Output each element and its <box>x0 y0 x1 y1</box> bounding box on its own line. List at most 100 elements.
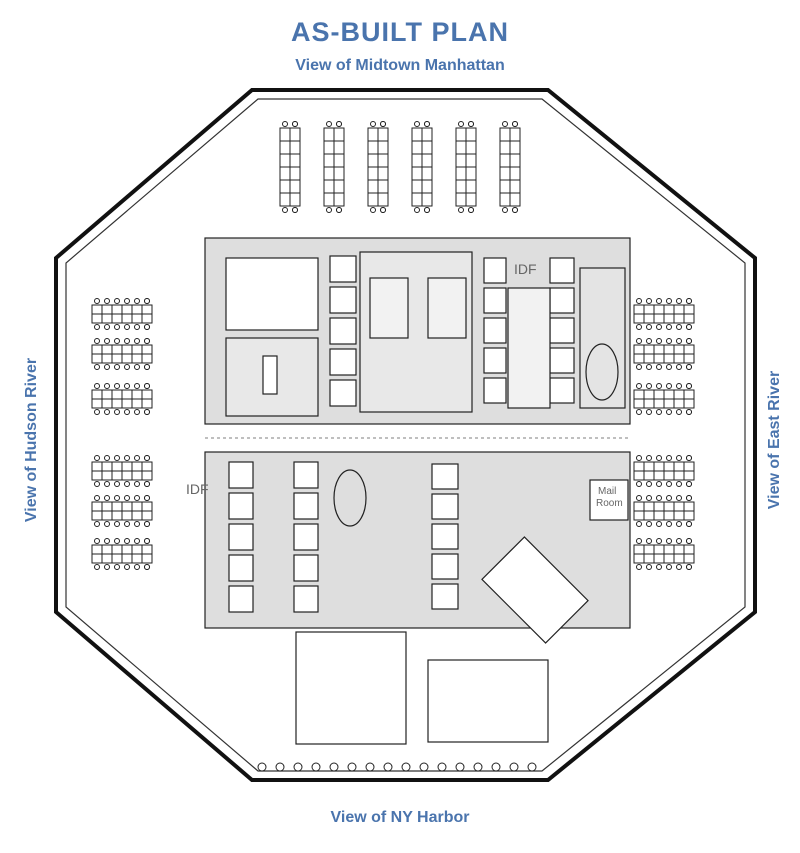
chair <box>646 521 652 527</box>
stair-oval-bottom <box>333 469 367 527</box>
desk <box>91 553 103 564</box>
desk <box>499 192 511 207</box>
chair <box>686 538 692 544</box>
desk <box>289 127 301 142</box>
desk <box>131 461 143 472</box>
elevator-car <box>228 554 254 582</box>
desk <box>633 344 645 355</box>
desk <box>653 313 665 324</box>
desk <box>663 389 675 400</box>
chair <box>124 338 130 344</box>
desk <box>101 353 113 364</box>
chair <box>455 762 465 772</box>
desk <box>653 553 665 564</box>
desk <box>633 353 645 364</box>
desk <box>91 510 103 521</box>
elevator-car <box>293 461 319 489</box>
chair <box>104 495 110 501</box>
chair <box>134 495 140 501</box>
desk <box>653 344 665 355</box>
desk <box>91 398 103 409</box>
desk <box>643 353 655 364</box>
chair <box>114 495 120 501</box>
chair <box>114 521 120 527</box>
south-room-2 <box>427 659 549 743</box>
chair <box>676 538 682 544</box>
desk <box>141 398 153 409</box>
desk <box>455 192 467 207</box>
chair <box>104 538 110 544</box>
chair <box>686 364 692 370</box>
desk <box>101 398 113 409</box>
elevator-car <box>329 379 357 407</box>
chair <box>686 564 692 570</box>
desk <box>141 353 153 364</box>
desk <box>499 140 511 155</box>
desk <box>121 461 133 472</box>
desk <box>663 353 675 364</box>
chair <box>94 383 100 389</box>
desk <box>683 553 695 564</box>
desk <box>633 470 645 481</box>
desk <box>643 344 655 355</box>
chair <box>329 762 339 772</box>
chair <box>646 383 652 389</box>
chair <box>656 324 662 330</box>
chair <box>656 521 662 527</box>
desk <box>421 127 433 142</box>
desk <box>411 153 423 168</box>
chair <box>646 538 652 544</box>
desk <box>421 153 433 168</box>
desk <box>673 470 685 481</box>
chair <box>124 538 130 544</box>
desk <box>509 127 521 142</box>
restroom-block <box>507 287 551 409</box>
desk <box>465 127 477 142</box>
desk <box>683 501 695 512</box>
chair <box>114 409 120 415</box>
desk <box>633 389 645 400</box>
chair <box>104 338 110 344</box>
chair <box>104 364 110 370</box>
desk <box>121 510 133 521</box>
desk <box>101 544 113 555</box>
desk <box>101 501 113 512</box>
chair <box>656 383 662 389</box>
desk <box>131 553 143 564</box>
desk <box>141 553 153 564</box>
chair <box>94 455 100 461</box>
desk <box>101 553 113 564</box>
desk <box>411 166 423 181</box>
desk <box>121 553 133 564</box>
desk <box>121 313 133 324</box>
desk <box>367 153 379 168</box>
chair <box>656 455 662 461</box>
chair <box>94 364 100 370</box>
chair <box>124 364 130 370</box>
chair <box>646 481 652 487</box>
desk <box>121 470 133 481</box>
chair <box>686 409 692 415</box>
plan-title: AS-BUILT PLAN <box>291 17 509 47</box>
elevator-car <box>549 377 575 404</box>
desk <box>455 166 467 181</box>
desk <box>111 344 123 355</box>
desk <box>683 313 695 324</box>
elevator-car <box>228 461 254 489</box>
chair <box>636 383 642 389</box>
chair <box>646 364 652 370</box>
desk <box>141 510 153 521</box>
chair <box>676 455 682 461</box>
stair-room <box>579 267 626 409</box>
chair <box>94 324 100 330</box>
desk <box>455 153 467 168</box>
desk <box>663 304 675 315</box>
chair <box>380 207 386 213</box>
desk <box>289 166 301 181</box>
desk <box>131 398 143 409</box>
desk <box>91 304 103 315</box>
desk <box>663 510 675 521</box>
building-core <box>204 237 631 629</box>
desk <box>333 179 345 194</box>
chair <box>94 409 100 415</box>
